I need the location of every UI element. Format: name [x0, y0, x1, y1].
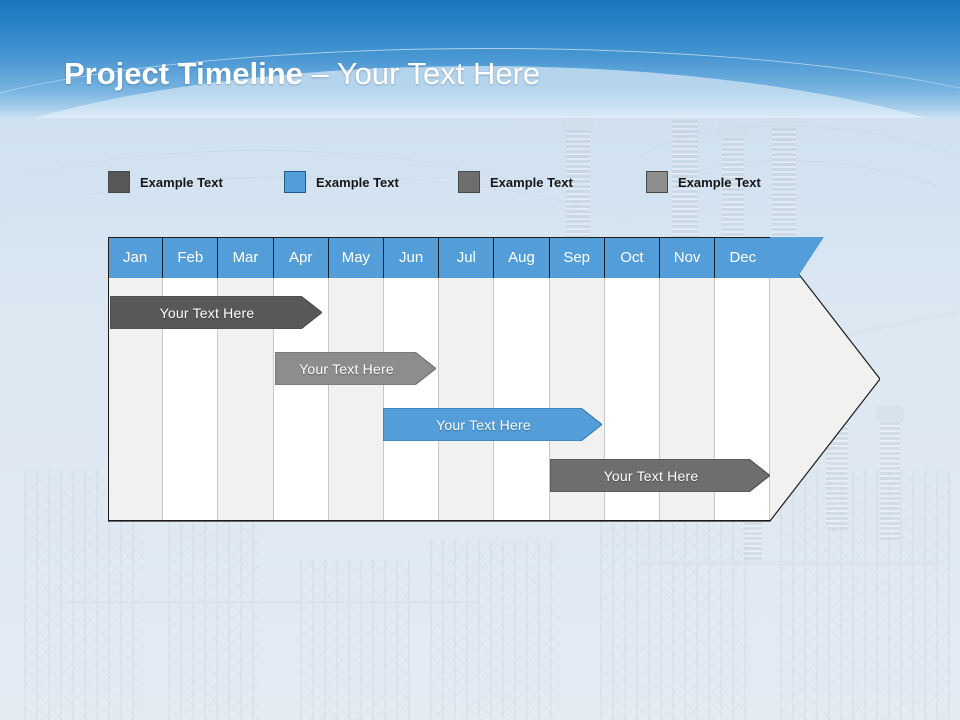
lattice-tower [780, 470, 950, 720]
legend-item-label: Example Text [490, 174, 573, 190]
title-banner [0, 0, 960, 118]
legend-swatch-light-gray [646, 171, 668, 193]
legend-item[interactable]: Example Text [108, 168, 223, 196]
legend-item-label: Example Text [316, 174, 399, 190]
month-header-dec[interactable]: Dec [715, 237, 771, 278]
month-label: Jan [123, 249, 148, 266]
lattice-tower [600, 500, 750, 720]
power-line [0, 176, 660, 336]
month-header-sep[interactable]: Sep [549, 237, 605, 278]
month-label: Dec [729, 249, 757, 266]
month-label: May [341, 249, 371, 266]
month-header-jan[interactable]: Jan [108, 237, 164, 278]
month-header-jun[interactable]: Jun [384, 237, 440, 278]
lattice-tower [300, 560, 410, 720]
legend-swatch-dark-gray [108, 171, 130, 193]
task-bar-label: Your Text Here [436, 416, 531, 433]
legend-item[interactable]: Example Text [458, 168, 573, 196]
month-label: Nov [673, 249, 701, 266]
task-bar-3[interactable]: Your Text Here [383, 408, 602, 441]
month-label: Jun [399, 249, 424, 266]
grid-column-aug [494, 237, 550, 521]
power-line [0, 150, 580, 310]
legend: Example Text Example Text Example Text E… [108, 168, 888, 196]
grid-column-mar [218, 237, 274, 521]
month-header-nov[interactable]: Nov [660, 237, 716, 278]
task-bar-label: Your Text Here [603, 467, 699, 484]
month-label: Feb [177, 249, 204, 266]
grid-column-feb [163, 237, 219, 521]
page-title: Project Timeline – Your Text Here [64, 58, 540, 89]
page-title-strong: Project Timeline [64, 56, 303, 91]
task-bar-1[interactable]: Your Text Here [110, 296, 322, 329]
month-header-aug[interactable]: Aug [494, 237, 550, 278]
grid-column-jul [439, 237, 495, 521]
legend-swatch-blue [284, 171, 306, 193]
month-header-jul[interactable]: Jul [439, 237, 495, 278]
support-beam [60, 600, 480, 604]
month-label: Sep [563, 249, 591, 266]
month-header-mar[interactable]: Mar [218, 237, 274, 278]
legend-item[interactable]: Example Text [646, 168, 761, 196]
month-label: Apr [289, 249, 313, 266]
task-bar-4[interactable]: Your Text Here [550, 459, 770, 492]
page-title-light: Your Text Here [336, 56, 541, 91]
month-header-oct[interactable]: Oct [604, 237, 660, 278]
task-bar-label: Your Text Here [159, 304, 255, 321]
task-bar-2[interactable]: Your Text Here [275, 352, 436, 385]
task-bar-label: Your Text Here [299, 360, 394, 377]
month-label: Mar [232, 249, 259, 266]
banner-sheen [0, 48, 960, 118]
month-header-feb[interactable]: Feb [163, 237, 219, 278]
support-beam [640, 560, 940, 565]
month-header-apr[interactable]: Apr [273, 237, 329, 278]
legend-item-label: Example Text [678, 174, 761, 190]
month-grid: Jan Feb Mar Apr May Jun Jul Aug [108, 237, 771, 521]
legend-item[interactable]: Example Text [284, 168, 399, 196]
grid-column-jan [108, 237, 164, 521]
month-label: Oct [620, 249, 644, 266]
month-label: Aug [508, 249, 535, 266]
legend-swatch-medium-gray [458, 171, 480, 193]
month-header-may[interactable]: May [328, 237, 384, 278]
page-title-separator: – [302, 56, 337, 91]
lattice-tower [430, 540, 560, 720]
insulator-column [876, 406, 904, 540]
month-label: Jul [456, 249, 476, 266]
lattice-tower [168, 520, 258, 720]
legend-item-label: Example Text [140, 174, 223, 190]
timeline-chart: Jan Feb Mar Apr May Jun Jul Aug [108, 237, 884, 527]
